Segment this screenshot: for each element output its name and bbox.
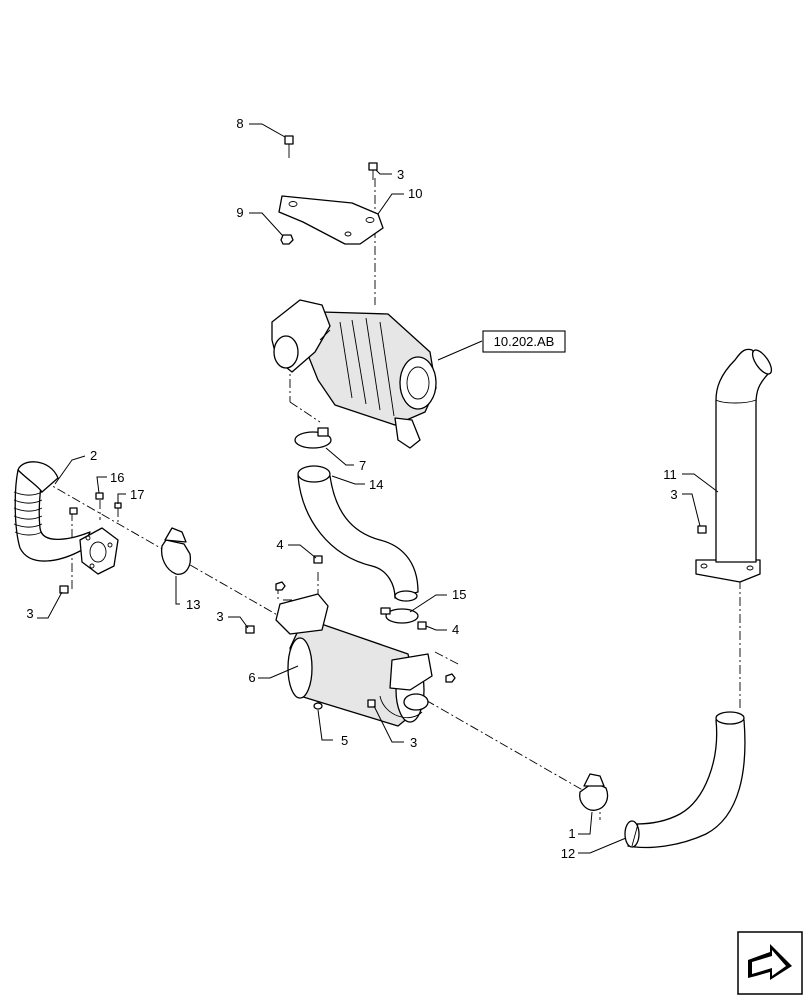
- callout-10: 10: [408, 186, 422, 201]
- muffler-6: [275, 593, 433, 727]
- bolt-4-right: [417, 621, 427, 630]
- callout-3-left: 3: [26, 606, 33, 621]
- hose-14: [297, 465, 419, 602]
- leader-lines: [37, 123, 719, 854]
- callout-4-right: 4: [452, 622, 459, 637]
- elbow-pipe-2: [13, 461, 119, 575]
- callout-3-mid: 3: [216, 609, 223, 624]
- washer-5: [313, 702, 323, 710]
- bolt-3-mid: [245, 625, 255, 634]
- air-cleaner: [271, 299, 437, 449]
- callout-9: 9: [236, 205, 243, 220]
- reference-label: 10.202.AB: [494, 334, 555, 349]
- bolt-3-bottom: [367, 699, 376, 708]
- callout-3-right: 3: [670, 487, 677, 502]
- bolt-3-top: [368, 162, 378, 180]
- nut-small: [275, 581, 456, 683]
- callout-8: 8: [236, 116, 243, 131]
- pipe-12: [624, 711, 746, 849]
- mounting-bracket: [278, 195, 384, 245]
- clamp-13: [160, 527, 192, 575]
- bolt-4-upper: [313, 555, 323, 564]
- callout-5: 5: [341, 733, 348, 748]
- callout-11: 11: [663, 467, 677, 482]
- callout-13: 13: [186, 597, 200, 612]
- reference-box-10-202-ab[interactable]: 10.202.AB: [482, 330, 566, 353]
- bolt-8: [284, 135, 294, 158]
- callout-7: 7: [359, 458, 366, 473]
- nut-9: [280, 234, 294, 245]
- fastener-16: [69, 492, 104, 515]
- tail-pipe-11: [695, 348, 773, 583]
- callout-15: 15: [452, 587, 466, 602]
- bolt-3-right: [697, 525, 707, 534]
- callout-6: 6: [248, 670, 255, 685]
- clamp-7: [294, 427, 332, 449]
- callout-12: 12: [561, 846, 575, 861]
- callout-4-upper: 4: [276, 537, 283, 552]
- callout-3-top: 3: [397, 167, 404, 182]
- arrow-navigation-icon[interactable]: [737, 931, 803, 995]
- callout-14: 14: [369, 477, 383, 492]
- clamp-1: [579, 773, 609, 811]
- clamp-15: [380, 607, 419, 624]
- callout-16: 16: [110, 470, 124, 485]
- callout-17: 17: [130, 487, 144, 502]
- bolt-3-left: [59, 585, 69, 594]
- callout-2: 2: [90, 448, 97, 463]
- callout-labels: 8 3 10 9 7 14 2 16 17 3 13 4 3 15 4 6 5 …: [26, 116, 677, 861]
- callout-3-bottom: 3: [410, 735, 417, 750]
- callout-1: 1: [568, 826, 575, 841]
